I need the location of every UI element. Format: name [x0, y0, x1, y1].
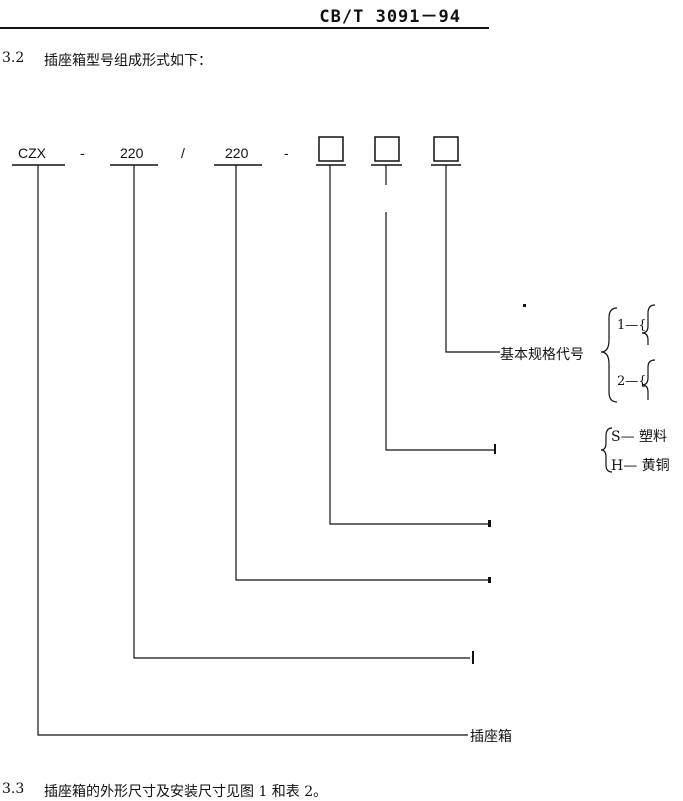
leader-prefix: [37, 165, 468, 736]
option-2-label: 2—{: [617, 374, 647, 389]
leader-box-3: [445, 165, 500, 353]
model-separator-2: -: [284, 145, 289, 161]
model-separator-1: -: [80, 145, 85, 161]
standard-number: CB/T 3091－94: [319, 7, 461, 27]
model-voltage-2: 220: [225, 145, 249, 161]
section-3-3-number: 3.3: [2, 781, 25, 797]
brace-opt-1: [641, 304, 656, 345]
tick-mark-3: [494, 444, 496, 454]
leader-box-1: [329, 165, 488, 525]
option-1-label: 1—{: [617, 318, 647, 333]
material-h-label: H— 黄铜: [611, 458, 670, 474]
section-3-2-number: 3.2: [2, 50, 25, 66]
tick-mark-4: [472, 651, 474, 664]
socket-box-label: 插座箱: [470, 729, 512, 745]
header-rule: [0, 27, 489, 29]
placeholder-box-1: [318, 136, 344, 162]
section-3-2-text: 插座箱型号组成形式如下：: [44, 53, 212, 69]
leader-voltage: [133, 165, 470, 659]
placeholder-box-3: [433, 136, 459, 162]
dot-mark: [523, 304, 526, 307]
tick-mark-1: [488, 520, 491, 527]
model-voltage: 220: [120, 145, 144, 161]
brace-opt-2: [641, 359, 656, 400]
placeholder-box-2: [374, 136, 400, 162]
brace-spec: [600, 307, 618, 403]
leader-voltage-2: [235, 165, 488, 581]
section-3-3-text: 插座箱的外形尺寸及安装尺寸见图 1 和表 2。: [44, 784, 328, 800]
model-prefix: CZX: [18, 145, 46, 161]
brace-material: [600, 427, 613, 473]
material-s-label: S— 塑料: [611, 429, 668, 445]
leader-box-2: [385, 212, 495, 451]
tick-mark-2: [488, 577, 491, 583]
basic-spec-label: 基本规格代号: [500, 347, 584, 363]
model-slash: /: [181, 145, 185, 161]
